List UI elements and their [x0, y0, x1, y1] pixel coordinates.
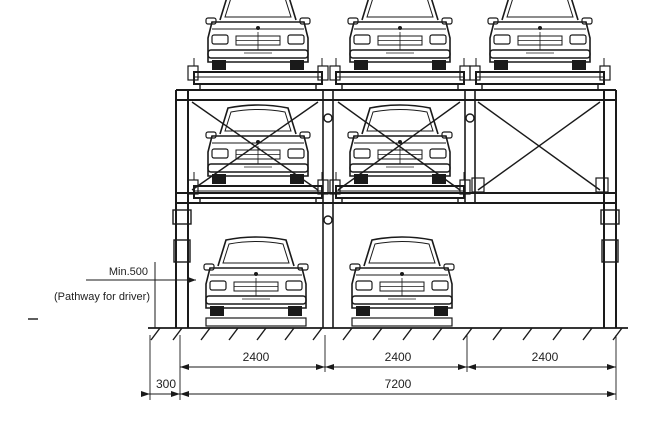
dimension-lines: 2400 2400 2400 300 7200: [141, 335, 617, 400]
steel-frame: [172, 89, 620, 328]
car-ground-1: [203, 236, 309, 317]
clearance-label: Min.500: [109, 266, 148, 278]
top-level: [187, 0, 611, 91]
ground-level: [203, 236, 455, 327]
ground-line: [28, 318, 628, 341]
middle-level: [187, 104, 471, 205]
pallet: [329, 171, 471, 205]
clearance-annotation: Min.500 (Pathway for driver): [54, 262, 196, 328]
dim-total: 7200: [385, 377, 412, 391]
car-ground-2: [349, 236, 455, 317]
pallet: [187, 171, 329, 205]
car-top-2: [347, 0, 453, 71]
car-top-1: [205, 0, 311, 71]
pathway-label: (Pathway for driver): [54, 291, 150, 303]
dim-bay-2: 2400: [385, 350, 412, 364]
car-top-3: [487, 0, 593, 71]
dim-bay-3: 2400: [532, 350, 559, 364]
dim-bay-1: 2400: [243, 350, 270, 364]
dim-offset: 300: [156, 377, 176, 391]
